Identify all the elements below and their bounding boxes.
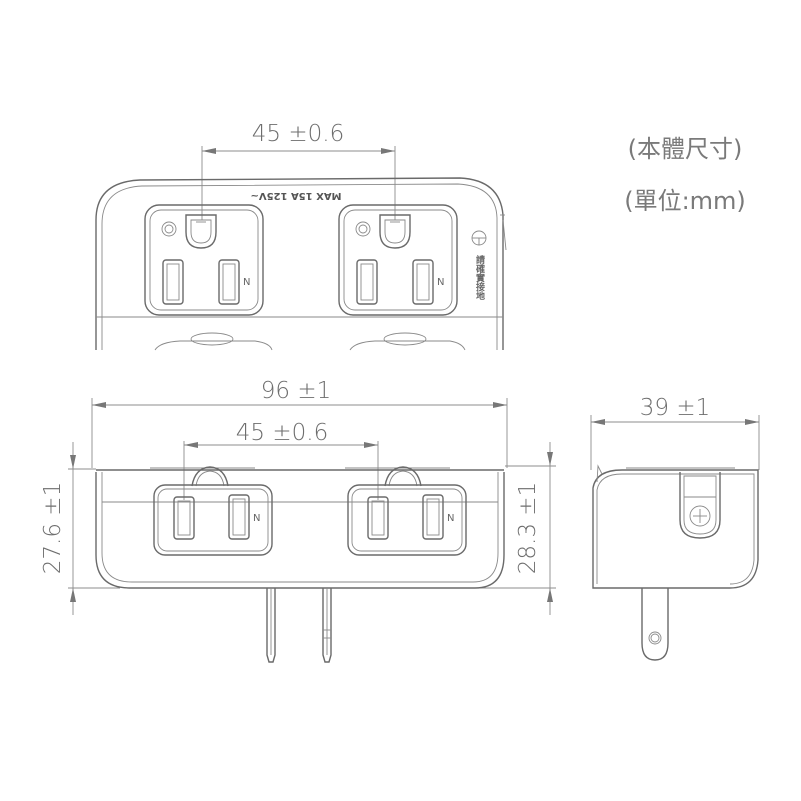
right-height-label: 28.3 ±1 [515, 482, 541, 574]
note-unit: (單位:mm) [624, 187, 746, 215]
plug-prongs [266, 588, 332, 663]
depth-label: 39 ±1 [640, 395, 710, 421]
top-socket-2: N [338, 204, 458, 316]
rating-label: MAX 15A 125V~ [250, 190, 341, 201]
top-view: 45 ±0.6 MAX 15A 125V~ N [95, 121, 507, 351]
front-socket-spacing-label: 45 ±0.6 [236, 420, 328, 446]
overall-width-label: 96 ±1 [261, 378, 331, 404]
top-socket-1: N [144, 204, 264, 316]
note-body-dimensions: (本體尺寸) [628, 135, 743, 163]
top-socket-spacing-label: 45 ±0.6 [252, 121, 344, 147]
front-socket-2: N [347, 466, 467, 556]
neutral-mark: N [243, 277, 250, 288]
neutral-mark: N [437, 277, 444, 288]
front-view: 96 ±1 45 ±0.6 27.6 ±1 28.3 ±1 [40, 378, 556, 663]
side-view: 39 ±1 [590, 395, 760, 661]
screw-icon [689, 505, 711, 527]
front-socket-1: N [153, 466, 273, 556]
neutral-mark: N [447, 513, 454, 524]
neutral-mark: N [253, 513, 260, 524]
left-height-label: 27.6 ±1 [40, 482, 66, 574]
ground-warning-label: 請確實接地 [474, 254, 485, 301]
